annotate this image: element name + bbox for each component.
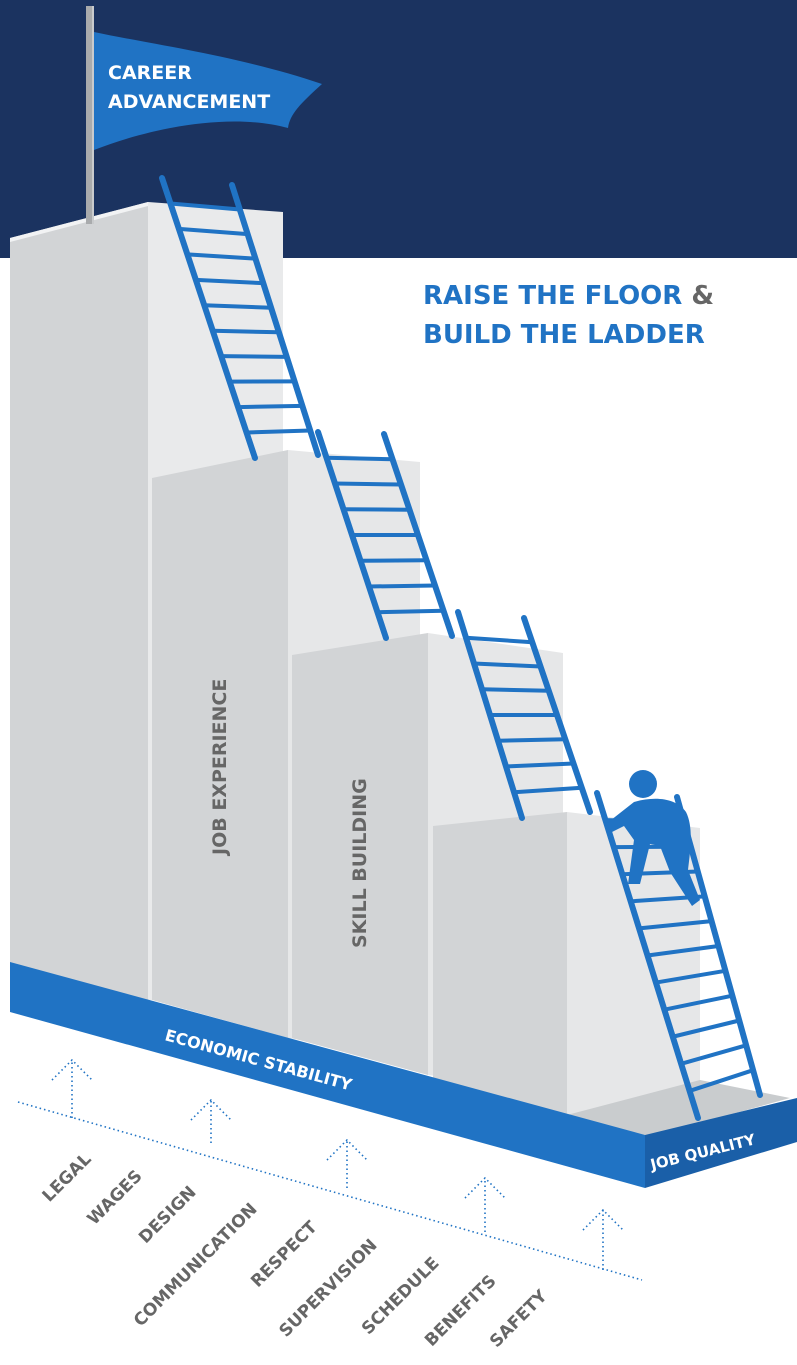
ladder-3	[455, 609, 593, 821]
ladders	[159, 175, 763, 1121]
factor-labels: LEGALWAGESDESIGNCOMMUNICATIONRESPECTSUPE…	[39, 1149, 552, 1352]
headline-line-2: BUILD THE LADDER	[423, 320, 705, 350]
ladder-4	[594, 790, 763, 1121]
pillar-label-skill-building: SKILL BUILDING	[349, 778, 371, 948]
economic-stability-band	[10, 962, 645, 1188]
factor-wages: WAGES	[84, 1166, 147, 1229]
flag-line-1: CAREER	[108, 62, 192, 84]
factor-legal: LEGAL	[39, 1149, 96, 1206]
dotted-up-arrow-icon	[464, 1176, 506, 1232]
dotted-up-arrow-icon	[190, 1098, 232, 1143]
person-climbing-icon	[606, 770, 700, 906]
factors-axis-line	[17, 1101, 643, 1281]
headline-line-1: RAISE THE FLOOR &	[423, 281, 714, 311]
dotted-up-arrow-icon	[51, 1058, 93, 1118]
ladder-1	[159, 175, 321, 461]
pillar-label-job-experience: JOB EXPERIENCE	[209, 679, 231, 857]
flag-line-2: ADVANCEMENT	[108, 91, 270, 113]
dotted-up-arrow-icon	[326, 1138, 368, 1188]
arrows	[51, 1058, 624, 1270]
dotted-up-arrow-icon	[582, 1208, 624, 1270]
job-quality-band	[645, 1098, 797, 1188]
flag-icon	[86, 6, 322, 224]
pillar-base-step	[433, 812, 700, 1115]
headline-ampersand: &	[691, 281, 714, 311]
floor-surface	[567, 1080, 790, 1138]
factor-safety: SAFETY	[486, 1286, 552, 1352]
factor-respect: RESPECT	[247, 1217, 322, 1292]
headline-part-1: RAISE THE FLOOR	[423, 281, 682, 311]
ladder-2	[315, 429, 455, 641]
factor-design: DESIGN	[135, 1182, 200, 1247]
